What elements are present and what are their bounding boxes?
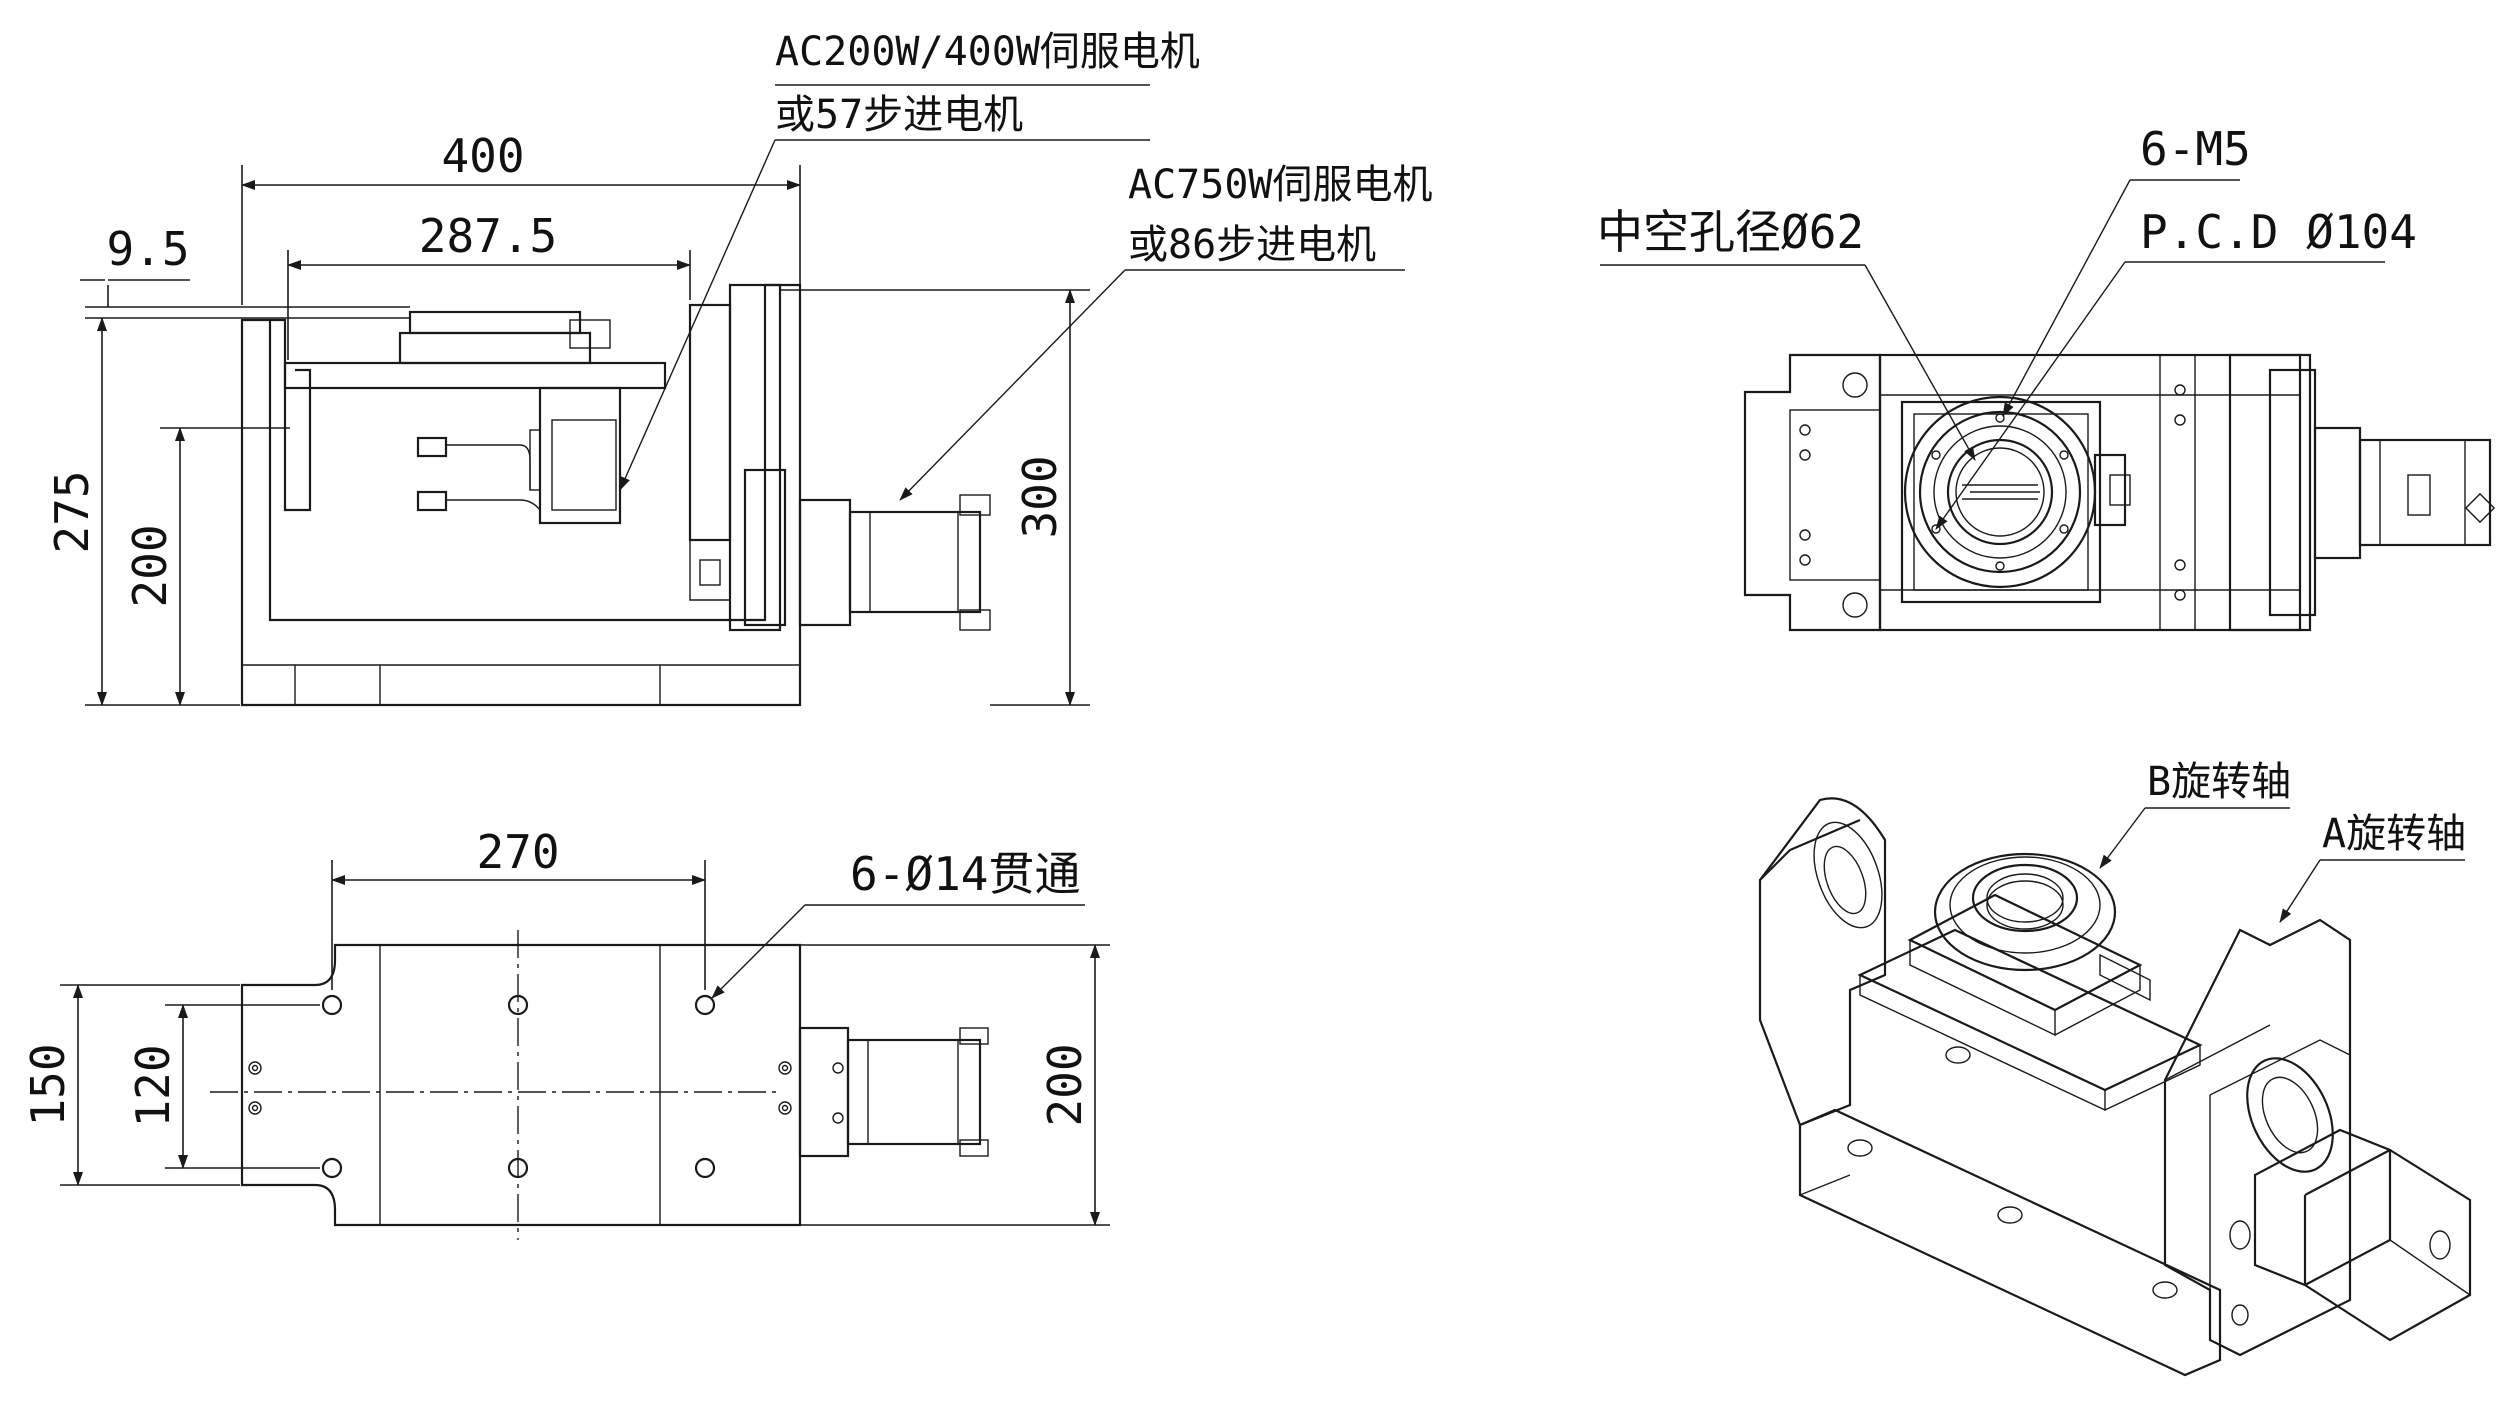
dim-200-front: 200 — [123, 524, 177, 607]
dim-150: 150 — [21, 1043, 75, 1126]
dim-120: 120 — [126, 1044, 180, 1127]
b-axis-label: B旋转轴 — [2147, 759, 2291, 805]
hollow-bore-label: 中空孔径Ø62 — [1597, 205, 1864, 259]
dim-400: 400 — [441, 129, 524, 183]
iso-rotary-table — [1933, 852, 2117, 972]
hollow-bore — [1946, 438, 2054, 546]
iso-view: B旋转轴 A旋转轴 — [1758, 759, 2472, 1377]
a-axis-label: A旋转轴 — [2322, 811, 2466, 857]
holes-note: 6-Ø14贯通 — [850, 847, 1080, 901]
plan-view: 270 150 120 200 6-Ø14贯通 — [21, 825, 1110, 1240]
callout-small-motor-line2: 或57步进电机 — [775, 92, 1023, 138]
pcd-label: P.C.D Ø104 — [2140, 205, 2417, 259]
bolts-label: 6-M5 — [2140, 122, 2251, 176]
dim-270: 270 — [476, 825, 559, 879]
dim-9-5: 9.5 — [106, 222, 189, 276]
callout-large-motor-line2: 或86步进电机 — [1128, 222, 1376, 268]
large-motor — [798, 498, 852, 627]
plan-base-outline — [240, 943, 802, 1227]
dim-275: 275 — [45, 470, 99, 553]
dim-300: 300 — [1013, 455, 1067, 538]
top-view: 中空孔径Ø62 6-M5 P.C.D Ø104 — [1597, 122, 2496, 632]
callout-small-motor-line1: AC200W/400W伺服电机 — [775, 29, 1200, 75]
dim-200-plan: 200 — [1038, 1043, 1092, 1126]
callout-large-motor-line1: AC750W伺服电机 — [1128, 162, 1433, 208]
dim-287-5: 287.5 — [419, 209, 557, 263]
front-base-frame — [240, 283, 802, 707]
iso-base — [1798, 1108, 2222, 1377]
front-view: 400 287.5 9.5 275 200 300 AC200W/400W伺服电… — [45, 29, 1433, 707]
